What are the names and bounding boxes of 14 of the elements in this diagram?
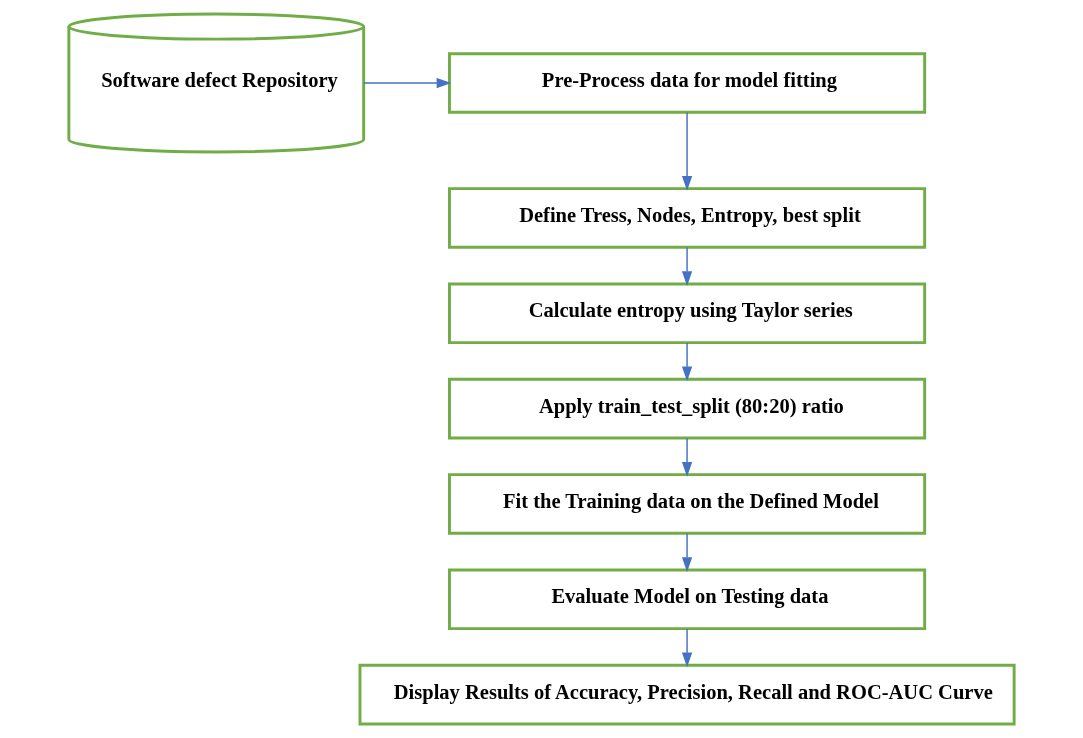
node-box: Define Tress, Nodes, Entropy, best split [448,187,927,249]
node-box: Calculate entropy using Taylor series [448,282,927,345]
node-box: Evaluate Model on Testing data [448,568,927,631]
arrow [681,437,693,477]
node-box: Pre-Process data for model fitting [448,52,927,114]
arrow [681,342,693,382]
arrow [681,628,693,668]
arrow [681,246,693,286]
arrow [363,77,452,89]
node-box: Display Results of Accuracy, Precision, Recall and ROC-AUC Curve [358,663,1016,726]
arrow [681,111,693,191]
arrow [681,532,693,572]
node-box: Apply train_test_split (80:20) ratio [448,377,927,440]
node-box: Fit the Training data on the Defined Model [448,473,927,535]
